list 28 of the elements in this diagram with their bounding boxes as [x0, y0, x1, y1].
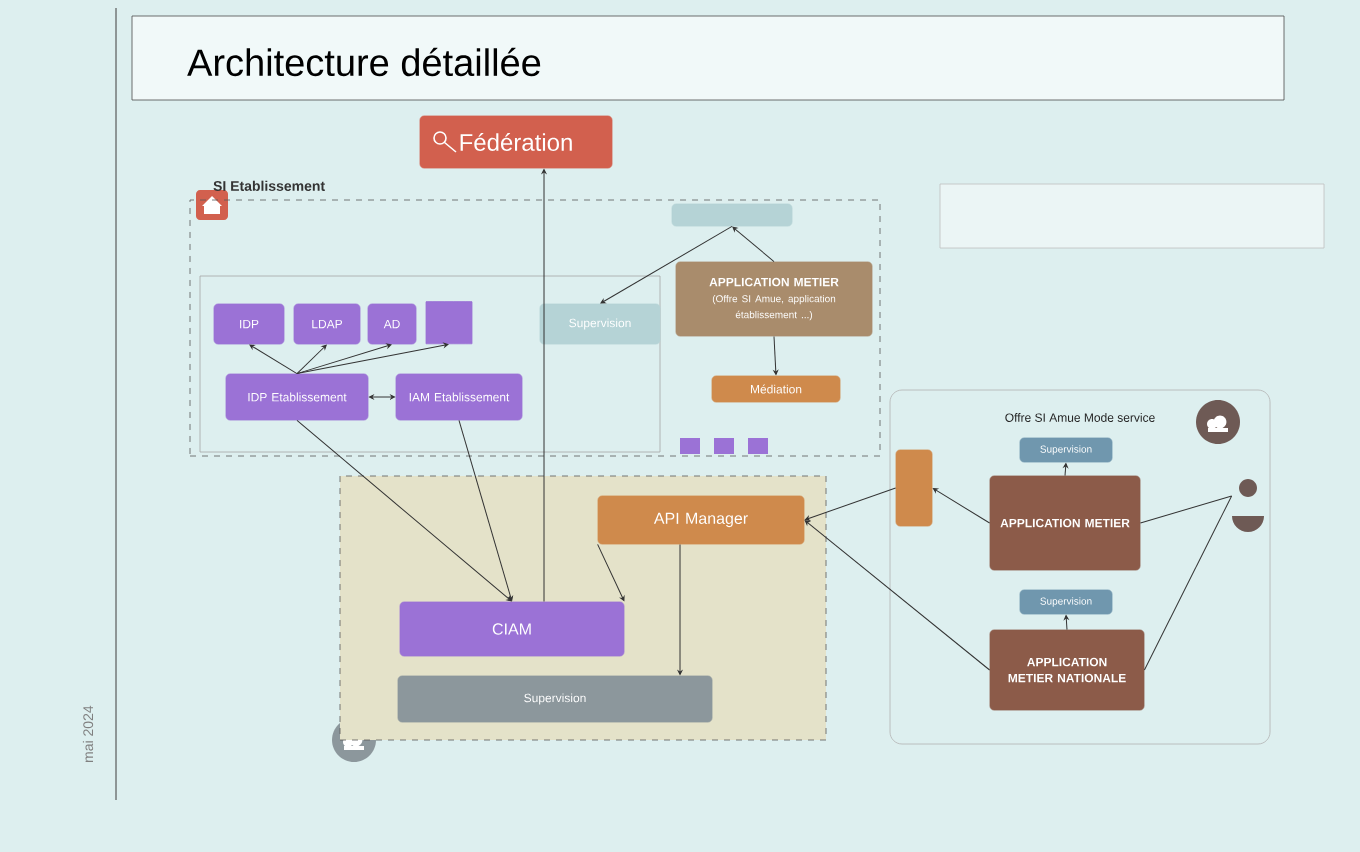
connector	[1139, 495, 1233, 524]
connector	[296, 344, 327, 375]
connector	[296, 343, 392, 375]
title: Architecture détaillée	[187, 47, 541, 77]
connector	[296, 342, 449, 375]
database-cylinder	[425, 301, 473, 345]
federation-box: Fédération	[419, 115, 613, 169]
connector	[600, 225, 733, 304]
service-box: CIAM	[399, 601, 625, 657]
gateway-bar	[895, 449, 933, 527]
connector	[296, 419, 512, 602]
connector	[597, 543, 625, 602]
connector	[773, 335, 779, 375]
connector	[249, 344, 298, 375]
person-icon	[1232, 479, 1264, 532]
connector	[804, 487, 897, 521]
connector	[458, 419, 513, 602]
service-box: API Manager	[597, 495, 805, 545]
blank-box	[671, 203, 793, 227]
connector	[1064, 615, 1069, 631]
connector	[369, 394, 395, 400]
connector	[1143, 495, 1233, 671]
connector	[541, 169, 547, 603]
connector	[932, 488, 991, 524]
connector	[677, 543, 683, 675]
connector	[732, 226, 775, 263]
connector	[804, 520, 991, 671]
connector	[1063, 463, 1068, 477]
